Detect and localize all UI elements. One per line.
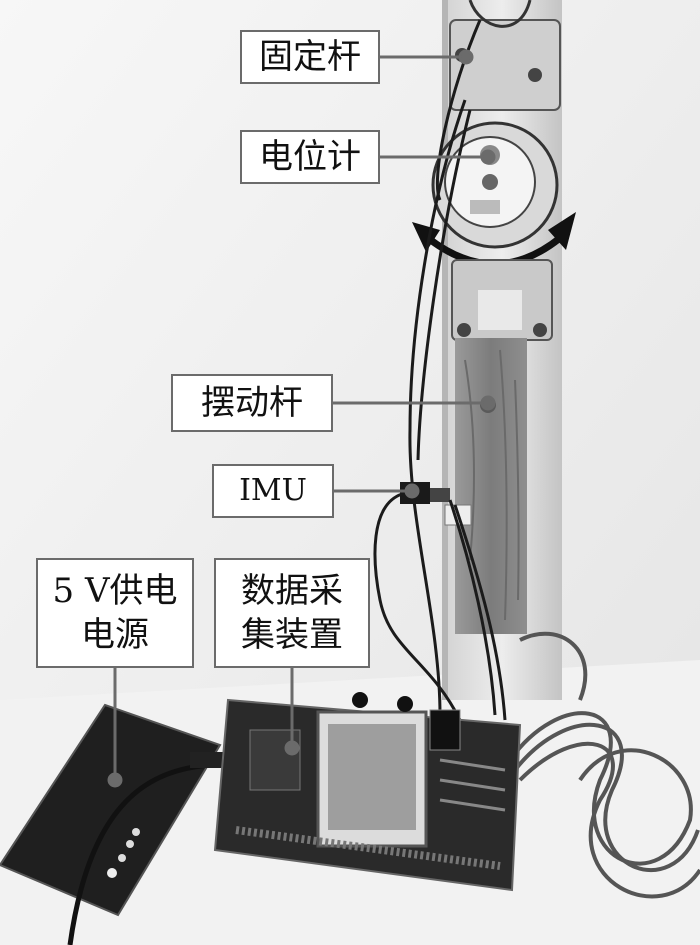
label-data-acquisition: 数据采 集装置 bbox=[214, 558, 370, 668]
label-fixed-rod: 固定杆 bbox=[240, 30, 380, 84]
swing-rod bbox=[455, 338, 527, 634]
label-daq-line1: 数据采 bbox=[241, 571, 343, 611]
potentiometer bbox=[431, 121, 559, 249]
cables bbox=[373, 19, 507, 721]
label-swing-rod-text: 摆动杆 bbox=[201, 383, 303, 423]
leader-lines bbox=[107, 49, 496, 788]
label-daq-line2: 集装置 bbox=[241, 615, 343, 655]
label-fixed-rod-text: 固定杆 bbox=[259, 37, 361, 77]
label-power-line1: 5 V供电 bbox=[52, 571, 178, 611]
ribbon-cable bbox=[508, 631, 700, 899]
label-power-line2: 电源 bbox=[81, 615, 149, 655]
power-bank bbox=[0, 703, 226, 945]
label-potentiometer-text: 电位计 bbox=[259, 137, 361, 177]
lower-bracket bbox=[451, 259, 553, 341]
label-swing-rod: 摆动杆 bbox=[171, 374, 333, 432]
label-imu-text: IMU bbox=[239, 473, 307, 508]
daq-board bbox=[213, 692, 522, 892]
label-potentiometer: 电位计 bbox=[240, 130, 380, 184]
label-imu: IMU bbox=[212, 464, 334, 518]
label-power-supply: 5 V供电 电源 bbox=[36, 558, 194, 668]
